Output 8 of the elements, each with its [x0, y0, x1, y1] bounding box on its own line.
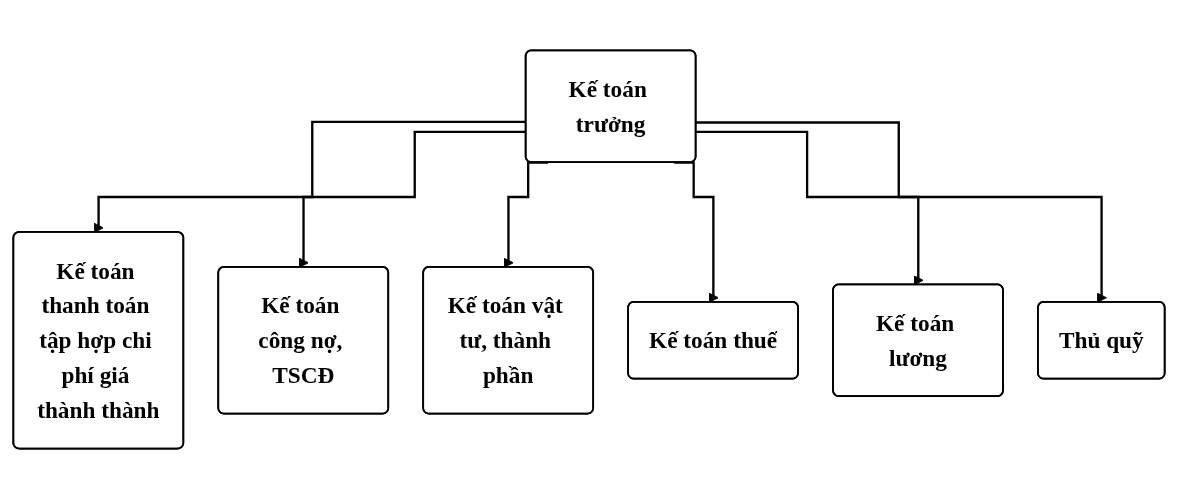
rounded-box: Kế toán thanh toán tập hợp chi phí giá thành thành	[12, 231, 185, 450]
rounded-box: Kế toán công nợ, TSCĐ	[217, 266, 390, 415]
rounded-box: Kế toán vật tư, thành phần	[422, 266, 595, 415]
rounded-box: Thủ quỹ	[1037, 301, 1166, 380]
arrow	[696, 130, 924, 286]
arrow	[696, 121, 1107, 303]
rounded-box: Kế toán lương	[832, 283, 1004, 398]
rounded-box: Kế toán trưởng	[524, 49, 697, 164]
